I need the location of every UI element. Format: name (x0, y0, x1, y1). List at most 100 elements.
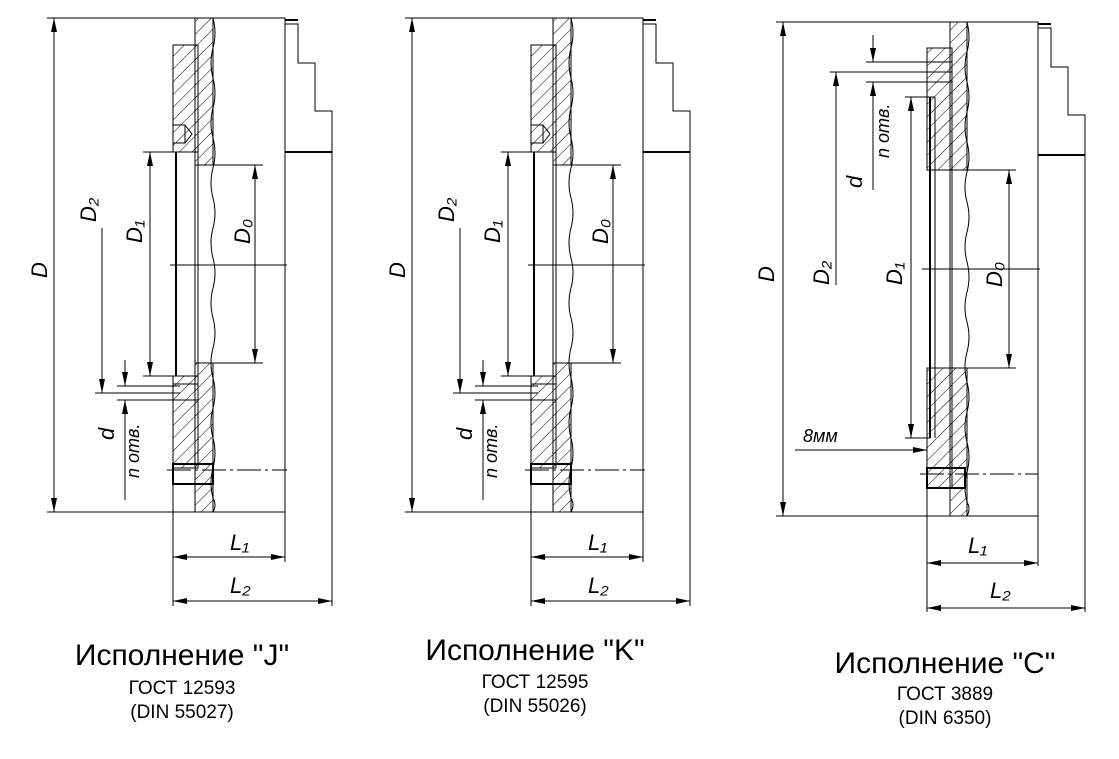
labels-c: D D₂ D₁ D₀ d n отв. 8мм L₁ L₂ Исполнение… (754, 104, 1055, 729)
bolt-hole-bottom (172, 383, 199, 401)
arrowhead (908, 97, 914, 111)
label-L1: L₁ (230, 530, 249, 555)
arrowhead (610, 165, 616, 179)
label-n-holes: n отв. (123, 424, 143, 478)
arrowhead (610, 349, 616, 363)
variant-title: Исполнение "J" (75, 639, 289, 672)
adapter-plate-section-bottom (530, 375, 557, 469)
chuck-drawing-c (776, 21, 1086, 612)
jaw-steps (1038, 27, 1086, 155)
chuck-drawing-j (47, 17, 333, 606)
label-d: d (842, 175, 867, 188)
arrowhead (531, 554, 545, 560)
label-d: d (94, 427, 119, 440)
arrowhead (147, 152, 153, 166)
adapter-plate-section-bottom (172, 375, 199, 469)
label-D2: D₂ (809, 260, 834, 285)
arrowhead (870, 48, 876, 62)
break-line (964, 21, 970, 517)
arrowhead (870, 82, 876, 96)
bolt-hole-bottom (530, 383, 557, 401)
break-line (568, 17, 574, 513)
arrowhead (173, 554, 187, 560)
arrowhead (51, 18, 57, 32)
label-D: D (754, 266, 779, 282)
arrowhead (318, 598, 332, 604)
arrowhead (1006, 354, 1012, 368)
arrowhead (480, 372, 486, 386)
arrowhead (780, 502, 786, 516)
gost-standard: ГОСТ 3889 (897, 684, 993, 705)
label-D2: D₂ (434, 197, 459, 222)
label-n-holes: n отв. (873, 104, 893, 158)
label-D0: D₀ (982, 262, 1007, 287)
label-L1: L₁ (588, 530, 607, 555)
mounting-slot (530, 463, 572, 485)
label-n-holes: n отв. (481, 424, 501, 478)
label-L1: L₁ (968, 533, 987, 558)
countersink (542, 124, 551, 144)
arrowhead (173, 598, 187, 604)
label-D2: D₂ (76, 197, 101, 222)
arrowhead (480, 400, 486, 414)
arrowhead (913, 447, 927, 453)
arrowhead (927, 560, 941, 566)
gost-standard: ГОСТ 12595 (482, 672, 589, 693)
labels-j: D D₂ D₁ D₀ d n отв. L₁ L₂ Исполнение "J"… (27, 197, 289, 723)
jaw-steps (643, 23, 691, 152)
body-wall-section-bottom (949, 367, 968, 517)
arrowhead (271, 554, 285, 560)
arrowhead (505, 152, 511, 166)
din-standard: (DIN 55027) (130, 702, 234, 723)
arrowhead (629, 554, 643, 560)
arrowhead (409, 18, 415, 32)
adapter-plate-section-top (926, 47, 953, 171)
bolt-hole-top (172, 124, 186, 144)
jaw-steps (285, 23, 333, 152)
mounting-slot (926, 467, 966, 489)
arrowhead (99, 379, 105, 393)
arrowhead (927, 605, 941, 611)
arrowhead (833, 72, 839, 86)
label-8mm-offset: 8мм (803, 426, 838, 446)
break-line (210, 17, 216, 513)
chuck-drawing-k (405, 17, 691, 606)
labels-k: D D₂ D₁ D₀ d n отв. L₁ L₂ Исполнение "K"… (385, 197, 645, 717)
label-D0: D₀ (588, 219, 613, 244)
label-d: d (452, 427, 477, 440)
arrowhead (908, 424, 914, 438)
arrowhead (676, 598, 690, 604)
arrowhead (409, 498, 415, 512)
gost-standard: ГОСТ 12593 (129, 678, 236, 699)
arrowhead (147, 362, 153, 376)
label-L2: L₂ (230, 573, 251, 598)
arrowhead (252, 165, 258, 179)
label-D1: D₁ (480, 220, 505, 243)
countersink (184, 124, 193, 144)
arrowhead (1024, 560, 1038, 566)
bolt-hole-top (530, 124, 544, 144)
arrowhead (122, 400, 128, 414)
din-standard: (DIN 6350) (899, 708, 992, 729)
body-wall-section-top (949, 21, 968, 171)
label-L2: L₂ (990, 578, 1011, 603)
arrowhead (505, 362, 511, 376)
variant-title: Исполнение "K" (425, 634, 644, 667)
mounting-slot (172, 463, 214, 485)
label-D1: D₁ (122, 220, 147, 243)
arrowhead (51, 498, 57, 512)
arrowhead (1006, 170, 1012, 184)
label-D1: D₁ (882, 262, 907, 285)
arrowhead (252, 349, 258, 363)
label-L2: L₂ (588, 573, 609, 598)
label-D: D (27, 262, 52, 278)
arrowhead (122, 372, 128, 386)
arrowhead (780, 22, 786, 36)
arrowhead (531, 598, 545, 604)
variant-title: Исполнение "C" (835, 647, 1056, 680)
label-D0: D₀ (230, 219, 255, 244)
arrowhead (1071, 605, 1085, 611)
arrowhead (457, 379, 463, 393)
din-standard: (DIN 55026) (483, 696, 587, 717)
